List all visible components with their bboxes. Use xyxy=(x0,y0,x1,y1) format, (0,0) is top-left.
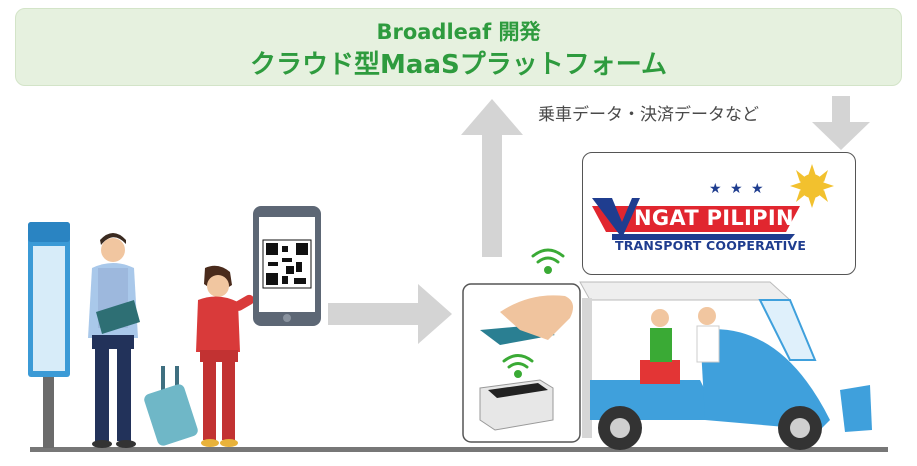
logo-stars: ★ ★ ★ xyxy=(709,181,766,197)
data-caption: 乗車データ・決済データなど xyxy=(538,105,759,125)
tricycle-icon xyxy=(579,281,872,450)
platform-banner: Broadleaf 開発 クラウド型MaaSプラットフォーム xyxy=(15,8,902,86)
passenger-woman-icon xyxy=(144,265,255,447)
passenger-man-icon xyxy=(88,233,140,448)
down-arrow-icon xyxy=(812,96,870,150)
banner-title: クラウド型MaaSプラットフォーム xyxy=(250,50,667,80)
qr-phone-icon xyxy=(253,206,321,326)
right-arrow-icon xyxy=(328,284,452,344)
logo-blue-stripe xyxy=(612,234,795,240)
up-arrow-icon xyxy=(461,99,523,257)
logo-v-mark xyxy=(592,198,640,238)
sun-icon xyxy=(790,164,834,208)
banner-developer: Broadleaf 開発 xyxy=(376,20,541,44)
logo-red-band xyxy=(592,206,800,232)
ground-line xyxy=(30,447,888,452)
wifi-icon xyxy=(502,248,565,378)
logo-name-bottom: TRANSPORT COOPERATIVE xyxy=(615,238,807,253)
logo-name-top: NGAT PILIPINAS xyxy=(634,206,826,230)
bus-stop-sign-icon xyxy=(28,222,70,448)
